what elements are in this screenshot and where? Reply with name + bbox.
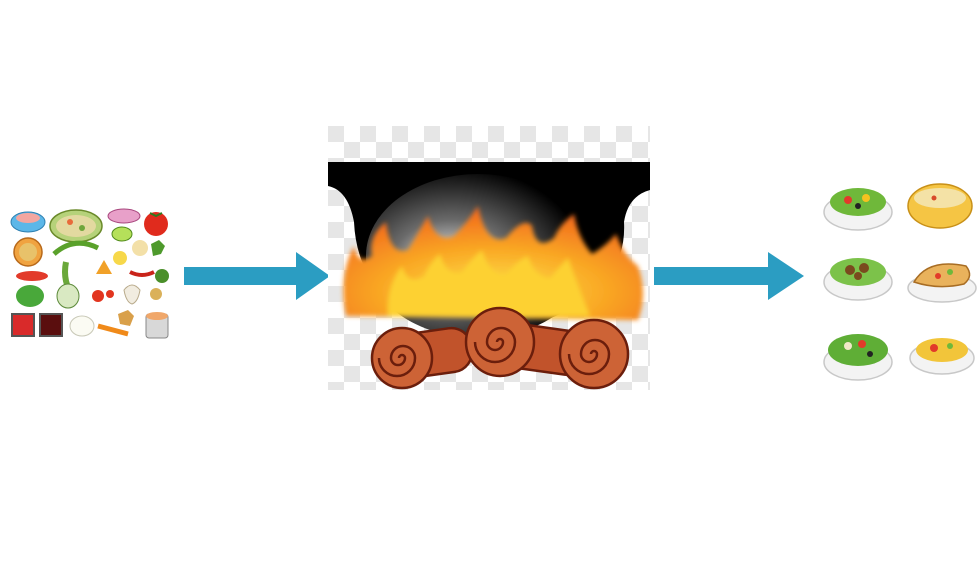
raw-ingredients-icon — [6, 204, 176, 344]
prepared-dishes-icon — [818, 172, 978, 390]
pot-over-fire-icon — [328, 126, 650, 390]
arrow-right-icon — [184, 250, 330, 302]
arrow-right-icon — [654, 250, 804, 302]
